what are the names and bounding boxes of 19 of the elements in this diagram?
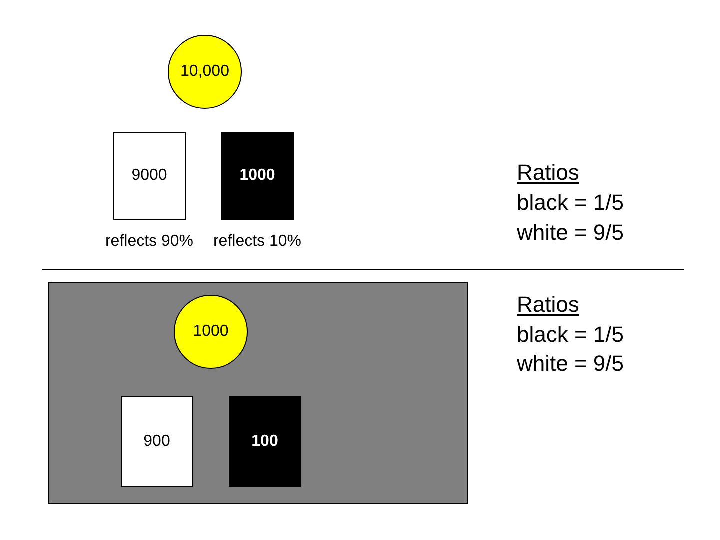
panel-background [48,282,468,504]
rectangle-node [221,132,294,220]
ratio-text: white = 9/5 [517,351,624,377]
node-label: reflects 90% [105,233,194,251]
node-label: reflects 10% [213,233,302,251]
heading: Ratios [517,160,580,186]
ratio-text: white = 9/5 [517,220,624,246]
node-label: 9000 [132,167,168,185]
ratio-text: black = 1/5 [517,322,624,348]
node-label: 1000 [240,167,276,185]
rectangle-node [121,396,193,487]
heading: Ratios [517,292,580,318]
node-label: 10,000 [180,63,230,81]
ratio-text: black = 1/5 [517,190,624,216]
rectangle-node [113,132,186,220]
node-label: 100 [252,432,278,450]
node-label: 900 [144,432,170,450]
rectangle-node [229,396,301,487]
node-label: 1000 [193,323,229,341]
